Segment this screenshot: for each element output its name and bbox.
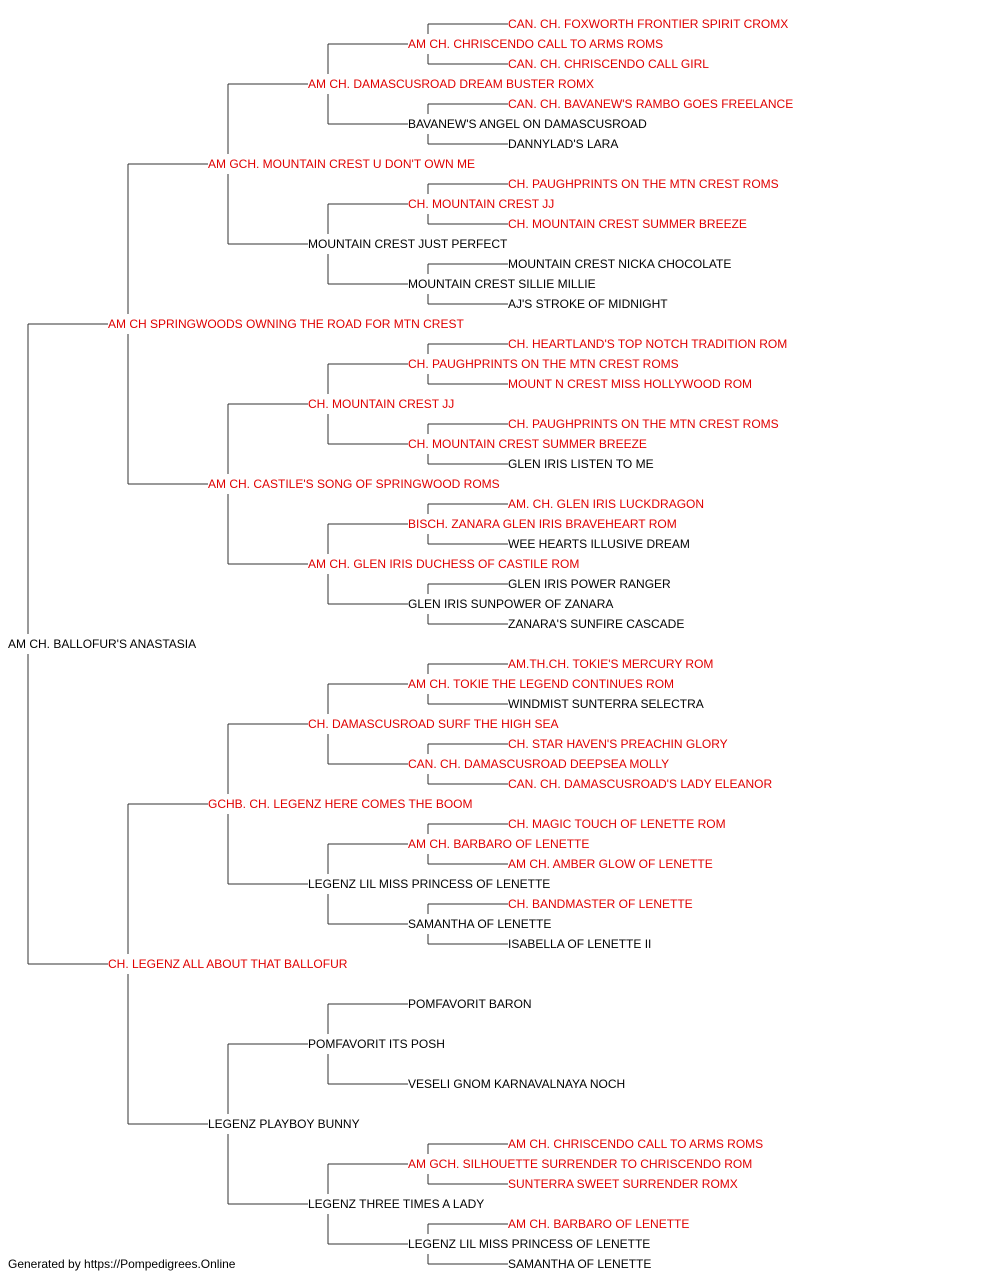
subject-dog-name[interactable]: AM CH. BALLOFUR'S ANASTASIA [8, 637, 196, 651]
ancestor-name[interactable]: CAN. CH. BAVANEW'S RAMBO GOES FREELANCE [508, 97, 793, 111]
ancestor-name[interactable]: CH. STAR HAVEN'S PREACHIN GLORY [508, 737, 728, 751]
ancestor-name[interactable]: CH. MOUNTAIN CREST JJ [408, 197, 554, 211]
ancestor-name[interactable]: BISCH. ZANARA GLEN IRIS BRAVEHEART ROM [408, 517, 677, 531]
ancestor-name[interactable]: AM CH. AMBER GLOW OF LENETTE [508, 857, 713, 871]
ancestor-name[interactable]: CH. MAGIC TOUCH OF LENETTE ROM [508, 817, 726, 831]
ancestor-name[interactable]: CH. MOUNTAIN CREST SUMMER BREEZE [508, 217, 747, 231]
ancestor-name[interactable]: BAVANEW'S ANGEL ON DAMASCUSROAD [408, 117, 647, 131]
ancestor-name[interactable]: AM CH. CASTILE'S SONG OF SPRINGWOOD ROMS [208, 477, 500, 491]
ancestor-name[interactable]: AM.TH.CH. TOKIE'S MERCURY ROM [508, 657, 713, 671]
ancestor-name[interactable]: CAN. CH. DAMASCUSROAD DEEPSEA MOLLY [408, 757, 669, 771]
ancestor-name[interactable]: AM CH. BARBARO OF LENETTE [408, 837, 589, 851]
ancestor-name[interactable]: MOUNT N CREST MISS HOLLYWOOD ROM [508, 377, 752, 391]
ancestor-name[interactable]: LEGENZ LIL MISS PRINCESS OF LENETTE [308, 877, 550, 891]
ancestor-name[interactable]: DANNYLAD'S LARA [508, 137, 618, 151]
ancestor-name[interactable]: CH. DAMASCUSROAD SURF THE HIGH SEA [308, 717, 558, 731]
ancestor-name[interactable]: SAMANTHA OF LENETTE [508, 1257, 651, 1271]
ancestor-name[interactable]: CH. LEGENZ ALL ABOUT THAT BALLOFUR [108, 957, 348, 971]
ancestor-name[interactable]: AM CH. CHRISCENDO CALL TO ARMS ROMS [408, 37, 663, 51]
ancestor-name[interactable]: CAN. CH. CHRISCENDO CALL GIRL [508, 57, 709, 71]
ancestor-name[interactable]: CH. MOUNTAIN CREST SUMMER BREEZE [408, 437, 647, 451]
ancestor-name[interactable]: LEGENZ PLAYBOY BUNNY [208, 1117, 360, 1131]
ancestor-name[interactable]: AM CH. BARBARO OF LENETTE [508, 1217, 689, 1231]
ancestor-name[interactable]: AM CH. GLEN IRIS DUCHESS OF CASTILE ROM [308, 557, 579, 571]
ancestor-name[interactable]: VESELI GNOM KARNAVALNAYA NOCH [408, 1077, 625, 1091]
ancestor-name[interactable]: AM. CH. GLEN IRIS LUCKDRAGON [508, 497, 704, 511]
ancestor-name[interactable]: CH. BANDMASTER OF LENETTE [508, 897, 693, 911]
connector-lines [27, 23, 508, 1265]
ancestor-name[interactable]: CH. MOUNTAIN CREST JJ [308, 397, 454, 411]
ancestor-name[interactable]: ISABELLA OF LENETTE II [508, 937, 651, 951]
ancestor-name[interactable]: GLEN IRIS POWER RANGER [508, 577, 671, 591]
ancestor-name[interactable]: GLEN IRIS LISTEN TO ME [508, 457, 654, 471]
ancestor-name[interactable]: AJ'S STROKE OF MIDNIGHT [508, 297, 668, 311]
ancestor-labels: AM CH. BALLOFUR'S ANASTASIA AM CH SPRINGW… [8, 17, 793, 1271]
ancestor-name[interactable]: AM CH. TOKIE THE LEGEND CONTINUES ROM [408, 677, 674, 691]
ancestor-name[interactable]: GCHB. CH. LEGENZ HERE COMES THE BOOM [208, 797, 472, 811]
ancestor-name[interactable]: CH. PAUGHPRINTS ON THE MTN CREST ROMS [508, 417, 779, 431]
ancestor-name[interactable]: AM GCH. MOUNTAIN CREST U DON'T OWN ME [208, 157, 475, 171]
ancestor-name[interactable]: CH. PAUGHPRINTS ON THE MTN CREST ROMS [508, 177, 779, 191]
ancestor-name[interactable]: AM CH. CHRISCENDO CALL TO ARMS ROMS [508, 1137, 763, 1151]
ancestor-name[interactable]: LEGENZ LIL MISS PRINCESS OF LENETTE [408, 1237, 650, 1251]
ancestor-name[interactable]: CAN. CH. FOXWORTH FRONTIER SPIRIT CROMX [508, 17, 788, 31]
ancestor-name[interactable]: ZANARA'S SUNFIRE CASCADE [508, 617, 684, 631]
ancestor-name[interactable]: AM CH. DAMASCUSROAD DREAM BUSTER ROMX [308, 77, 594, 91]
ancestor-name[interactable]: POMFAVORIT ITS POSH [308, 1037, 445, 1051]
ancestor-name[interactable]: GLEN IRIS SUNPOWER OF ZANARA [408, 597, 613, 611]
ancestor-name[interactable]: WINDMIST SUNTERRA SELECTRA [508, 697, 704, 711]
ancestor-name[interactable]: SUNTERRA SWEET SURRENDER ROMX [508, 1177, 738, 1191]
ancestor-name[interactable]: MOUNTAIN CREST SILLIE MILLIE [408, 277, 596, 291]
ancestor-name[interactable]: AM GCH. SILHOUETTE SURRENDER TO CHRISCEN… [408, 1157, 752, 1171]
ancestor-name[interactable]: WEE HEARTS ILLUSIVE DREAM [508, 537, 690, 551]
ancestor-name[interactable]: AM CH SPRINGWOODS OWNING THE ROAD FOR MT… [108, 317, 464, 331]
ancestor-name[interactable]: MOUNTAIN CREST NICKA CHOCOLATE [508, 257, 731, 271]
ancestor-name[interactable]: POMFAVORIT BARON [408, 997, 532, 1011]
ancestor-name[interactable]: CAN. CH. DAMASCUSROAD'S LADY ELEANOR [508, 777, 772, 791]
ancestor-name[interactable]: LEGENZ THREE TIMES A LADY [308, 1197, 484, 1211]
ancestor-name[interactable]: MOUNTAIN CREST JUST PERFECT [308, 237, 508, 251]
ancestor-name[interactable]: CH. PAUGHPRINTS ON THE MTN CREST ROMS [408, 357, 679, 371]
footer-credit: Generated by https://Pompedigrees.Online [8, 1257, 236, 1271]
ancestor-name[interactable]: CH. HEARTLAND'S TOP NOTCH TRADITION ROM [508, 337, 787, 351]
ancestor-name[interactable]: SAMANTHA OF LENETTE [408, 917, 551, 931]
